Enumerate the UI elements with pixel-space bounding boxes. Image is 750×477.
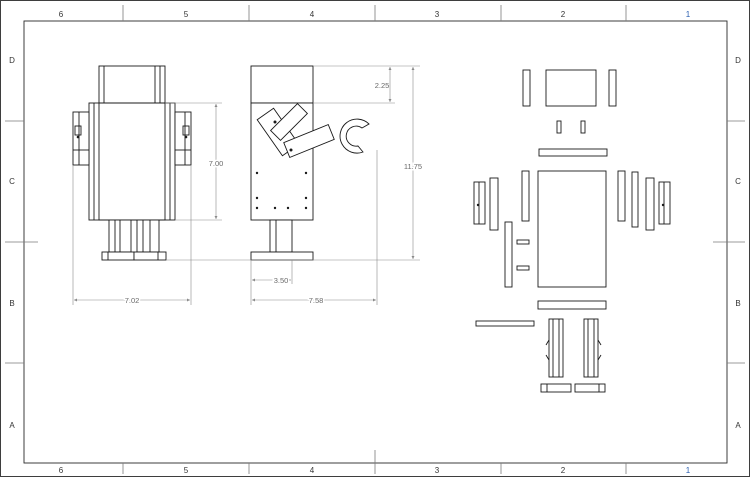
- zone-ticks: [5, 5, 745, 474]
- side-foot: [250, 251, 314, 261]
- zone-col-label: 3: [435, 10, 440, 19]
- front-right-foot: [133, 251, 167, 261]
- dim-front-width: 7.02: [125, 296, 140, 305]
- dimensions: 2.25 7.00 11.75 3.50 7.02 7.58: [72, 65, 424, 307]
- zone-row-label: B: [9, 299, 14, 308]
- zone-row-label: C: [735, 177, 741, 186]
- zone-col-label: 6: [59, 10, 64, 19]
- side-head: [250, 65, 314, 104]
- front-left-foot: [101, 251, 135, 261]
- zone-col-label: 4: [310, 466, 315, 475]
- zone-col-label: 2: [561, 466, 566, 475]
- zone-row-label: C: [9, 177, 15, 186]
- exploded-torso: [537, 170, 607, 288]
- side-arm-assembly: [256, 102, 370, 158]
- dim-total-height: 11.75: [404, 162, 422, 171]
- zone-row-label: A: [9, 421, 15, 430]
- zone-row-label: A: [735, 421, 741, 430]
- exploded-left-leg: [548, 318, 564, 378]
- zone-col-label: 5: [184, 466, 189, 475]
- zone-col-label: 5: [184, 10, 189, 19]
- zone-col-label: 3: [435, 466, 440, 475]
- zone-col-label: 4: [310, 10, 315, 19]
- zone-col-label: 1: [686, 10, 691, 19]
- front-view: [72, 65, 192, 261]
- exploded-right-leg: [583, 318, 599, 378]
- claw-shape: [339, 118, 370, 154]
- dim-head-height: 2.25: [375, 81, 390, 90]
- zone-col-label: 1: [686, 466, 691, 475]
- side-leg: [269, 219, 293, 253]
- side-view: [250, 65, 370, 261]
- front-torso: [88, 102, 176, 221]
- front-right-arm: [174, 111, 192, 166]
- dim-side-depth: 7.58: [309, 296, 324, 305]
- exploded-parts-view: [473, 69, 671, 393]
- dim-torso-height: 7.00: [209, 159, 224, 168]
- zone-col-label: 2: [561, 10, 566, 19]
- front-left-arm: [72, 111, 90, 166]
- dim-foot-length: 3.50: [274, 276, 289, 285]
- front-right-leg: [136, 219, 160, 253]
- zone-col-label: 6: [59, 466, 64, 475]
- zone-row-label: B: [735, 299, 740, 308]
- zone-row-label: D: [9, 56, 15, 65]
- zone-row-label: D: [735, 56, 741, 65]
